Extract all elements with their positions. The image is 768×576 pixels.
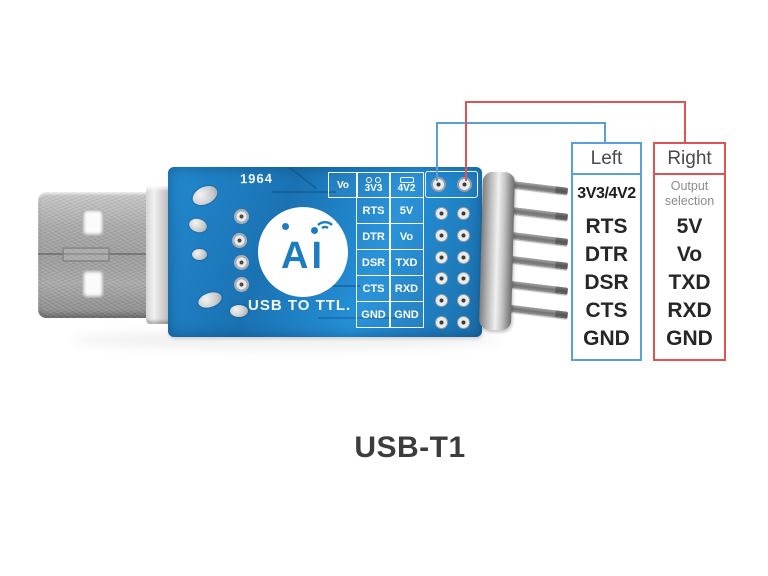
pcb-trace bbox=[289, 166, 317, 189]
logo-head-dot bbox=[282, 223, 289, 230]
pcb-board: 1964 AI USB TO TTL. Vo 3V3 bbox=[168, 166, 482, 337]
right-box-subheader-line1: Output bbox=[670, 179, 709, 194]
jumper-open-icon bbox=[366, 177, 381, 183]
left-pin-label: GND bbox=[583, 327, 630, 350]
pcb-table-cell: 5V bbox=[389, 197, 424, 224]
pin-hole bbox=[434, 228, 448, 242]
left-box-title: Left bbox=[571, 142, 642, 175]
right-pin-label: 5V bbox=[676, 215, 703, 238]
pcb-board-label: USB TO TTL. bbox=[248, 297, 352, 314]
through-hole-pad bbox=[234, 277, 249, 292]
pcb-table-header-vo: Vo bbox=[328, 172, 358, 198]
pcb-cell-label: 3V3 bbox=[364, 183, 383, 194]
pcb-table-header-3v3: 3V3 bbox=[356, 172, 391, 198]
product-caption: USB-T1 bbox=[354, 431, 466, 464]
pin-hole bbox=[456, 250, 470, 264]
pcb-table-cell: DTR bbox=[356, 223, 391, 250]
pcb-table-cell: GND bbox=[356, 301, 391, 328]
pcb-table-cell: TXD bbox=[389, 249, 424, 276]
header-pin bbox=[505, 206, 569, 221]
pin-hole bbox=[434, 250, 448, 264]
left-box-body: 3V3/4V2 RTS DTR DSR CTS GND bbox=[571, 173, 642, 361]
header-pin bbox=[505, 180, 569, 195]
through-hole-pad bbox=[234, 209, 249, 224]
wifi-icon bbox=[317, 220, 333, 229]
left-pin-label: CTS bbox=[585, 299, 628, 322]
pcb-table-cell: GND bbox=[389, 301, 424, 328]
jumper-hole-left bbox=[431, 177, 447, 192]
pcb-cell-label: 4V2 bbox=[397, 183, 416, 194]
pcb-table-header-4v2: 4V2 bbox=[389, 172, 424, 198]
pin-header-block bbox=[478, 171, 516, 331]
pcb-table-cell: RTS bbox=[356, 197, 391, 224]
right-pin-label: TXD bbox=[668, 271, 711, 294]
usb-shield-hole-top bbox=[82, 209, 104, 236]
pcb-trace bbox=[272, 191, 336, 193]
pin-hole bbox=[456, 207, 470, 221]
right-pin-labels-box: Right Output selection 5V Vo TXD RXD GND bbox=[653, 142, 726, 361]
pcb-table-cell: RXD bbox=[389, 275, 424, 302]
left-pin-label: DTR bbox=[584, 243, 629, 266]
voltage-jumper-box bbox=[425, 171, 478, 198]
through-hole-pad bbox=[234, 255, 249, 270]
usb-shield-hole-bottom bbox=[82, 270, 104, 298]
solder-pad bbox=[196, 289, 224, 311]
solder-pad bbox=[192, 249, 207, 260]
solder-pad bbox=[189, 182, 221, 209]
usb-shield-seam bbox=[38, 253, 150, 255]
usb-connector bbox=[38, 192, 150, 318]
pin-hole bbox=[434, 207, 448, 221]
left-pin-labels-box: Left 3V3/4V2 RTS DTR DSR CTS GND bbox=[571, 142, 642, 361]
pin-hole bbox=[456, 293, 470, 307]
pin-hole bbox=[434, 315, 448, 329]
solder-pad bbox=[230, 305, 248, 317]
pcb-table-cell: DSR bbox=[356, 249, 391, 276]
pcb-table-cell: CTS bbox=[356, 275, 391, 302]
pcb-year-mark: 1964 bbox=[239, 170, 274, 187]
left-pin-label: RTS bbox=[585, 215, 628, 238]
right-pin-label: RXD bbox=[667, 299, 712, 322]
pin-hole bbox=[456, 315, 470, 329]
right-pin-label: GND bbox=[666, 327, 713, 350]
header-pin bbox=[505, 304, 569, 319]
logo-head-dot bbox=[311, 227, 318, 234]
through-hole-pad bbox=[232, 233, 247, 248]
right-box-subheader: Output selection bbox=[655, 175, 724, 213]
header-pin bbox=[505, 231, 569, 246]
pcb-trace bbox=[318, 317, 398, 319]
right-box-subheader-line2: selection bbox=[664, 194, 715, 208]
right-pin-label: Vo bbox=[676, 243, 703, 266]
jumper-hole-right bbox=[456, 177, 472, 192]
pin-hole bbox=[456, 272, 470, 286]
pin-hole bbox=[434, 293, 448, 307]
pin-hole bbox=[456, 228, 470, 242]
pin-hole-grid bbox=[430, 203, 474, 333]
solder-pad bbox=[187, 216, 209, 235]
header-pin bbox=[505, 280, 569, 295]
right-box-body: Output selection 5V Vo TXD RXD GND bbox=[653, 173, 726, 361]
brand-logo: AI bbox=[258, 207, 348, 297]
brand-logo-text: AI bbox=[281, 234, 325, 277]
header-pin bbox=[505, 255, 569, 270]
pin-hole bbox=[434, 272, 448, 286]
pcb-table-cell: Vo bbox=[389, 223, 424, 250]
right-box-title: Right bbox=[653, 142, 726, 175]
pcb-cell-label: Vo bbox=[336, 179, 350, 191]
usb-shield-notch bbox=[62, 247, 110, 262]
jumper-closed-icon bbox=[399, 177, 414, 183]
left-box-subheader: 3V3/4V2 bbox=[577, 185, 636, 202]
left-pin-label: DSR bbox=[584, 271, 629, 294]
